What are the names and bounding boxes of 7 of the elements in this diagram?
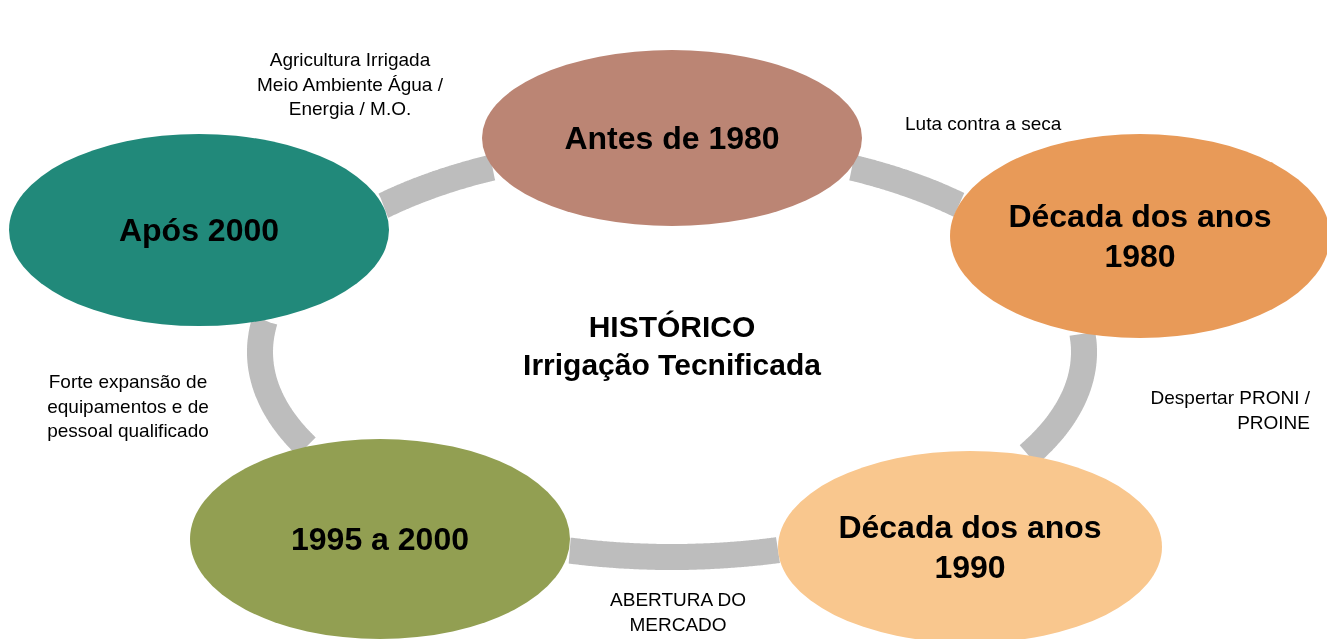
- period-label: Década dos anos 1980: [1007, 197, 1273, 276]
- period-label: Após 2000: [118, 211, 280, 250]
- period-label: 1995 a 2000: [291, 520, 469, 559]
- center-title: Irrigação Tecnificada: [523, 346, 821, 383]
- period-label: Década dos anos 1990: [837, 508, 1103, 587]
- period-label: Antes de 1980: [564, 119, 780, 158]
- center-title: HISTÓRICO: [588, 309, 756, 345]
